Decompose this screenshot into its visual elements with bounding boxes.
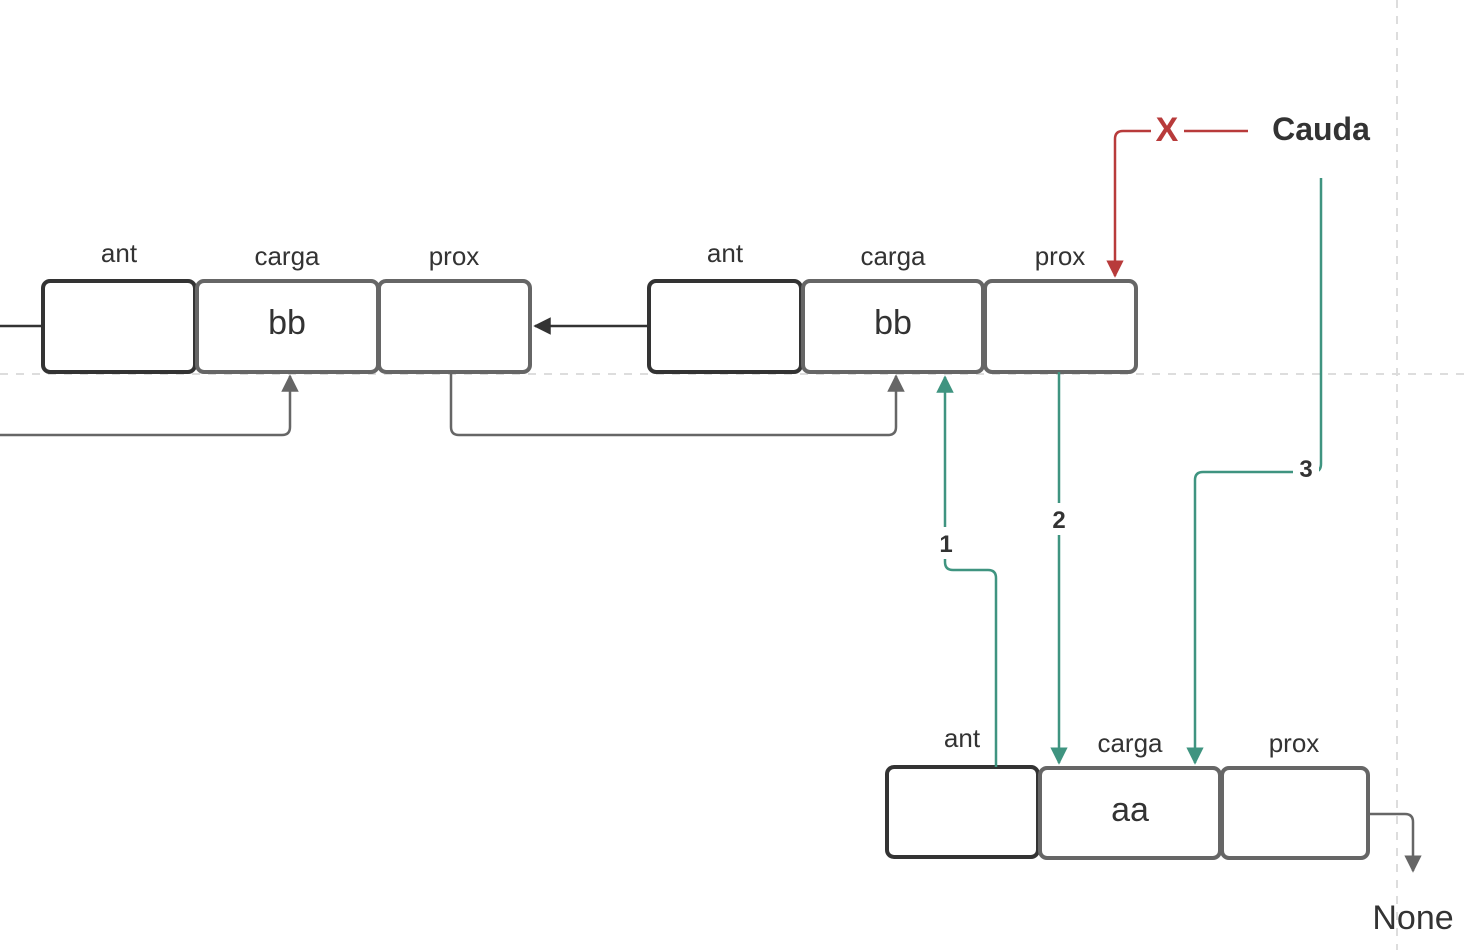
old-tail-link-arrow: [1106, 129, 1248, 278]
node-left-prox-cell: [377, 279, 532, 374]
step-2-label: 2: [1052, 507, 1065, 534]
tail-label: Cauda: [1272, 111, 1370, 147]
node-middle-ant-label: ant: [707, 238, 744, 268]
node-new-ant-cell: [885, 765, 1040, 859]
node-left-carga-label: carga: [254, 241, 320, 271]
step-3-label: 3: [1299, 456, 1312, 483]
node-left: ant carga prox bb: [41, 238, 532, 374]
step-3-tail-to-new-node-arrow: [1186, 178, 1323, 765]
node-middle-carga-label: carga: [860, 241, 926, 271]
node-middle: ant carga prox bb: [647, 238, 1138, 374]
node-new: ant carga prox aa: [885, 723, 1370, 860]
node-middle-prox-cell: [983, 279, 1138, 374]
node-new-ant-label: ant: [944, 723, 981, 753]
left-prox-to-middle-carga-arrow: [449, 372, 905, 437]
node-new-carga-value: aa: [1111, 791, 1149, 829]
node-left-prox-label: prox: [429, 241, 480, 271]
node-new-carga-label: carga: [1097, 728, 1163, 758]
none-label: None: [1372, 899, 1453, 937]
node-left-ant-cell: [41, 279, 197, 374]
step-1-label-background: [933, 527, 959, 559]
node-middle-ant-cell: [647, 279, 803, 374]
removed-mark-background: [1151, 110, 1184, 146]
step-2-label-background: [1046, 503, 1072, 535]
node-left-carga-value: bb: [268, 304, 306, 342]
node-left-ant-label: ant: [101, 238, 138, 268]
node-new-prox-cell: [1220, 766, 1370, 860]
node-new-prox-label: prox: [1269, 728, 1320, 758]
node-middle-carga-value: bb: [874, 304, 912, 342]
node-middle-prox-label: prox: [1035, 241, 1086, 271]
step-1-new-ant-to-middle-arrow: [936, 375, 998, 767]
step-1-label: 1: [939, 531, 952, 558]
removed-link-x-mark: X: [1156, 111, 1179, 149]
step-3-label-background: [1293, 455, 1319, 485]
prev-node-prox-to-left-carga-arrow: [0, 374, 299, 437]
new-prox-to-none-arrow: [1368, 812, 1422, 873]
